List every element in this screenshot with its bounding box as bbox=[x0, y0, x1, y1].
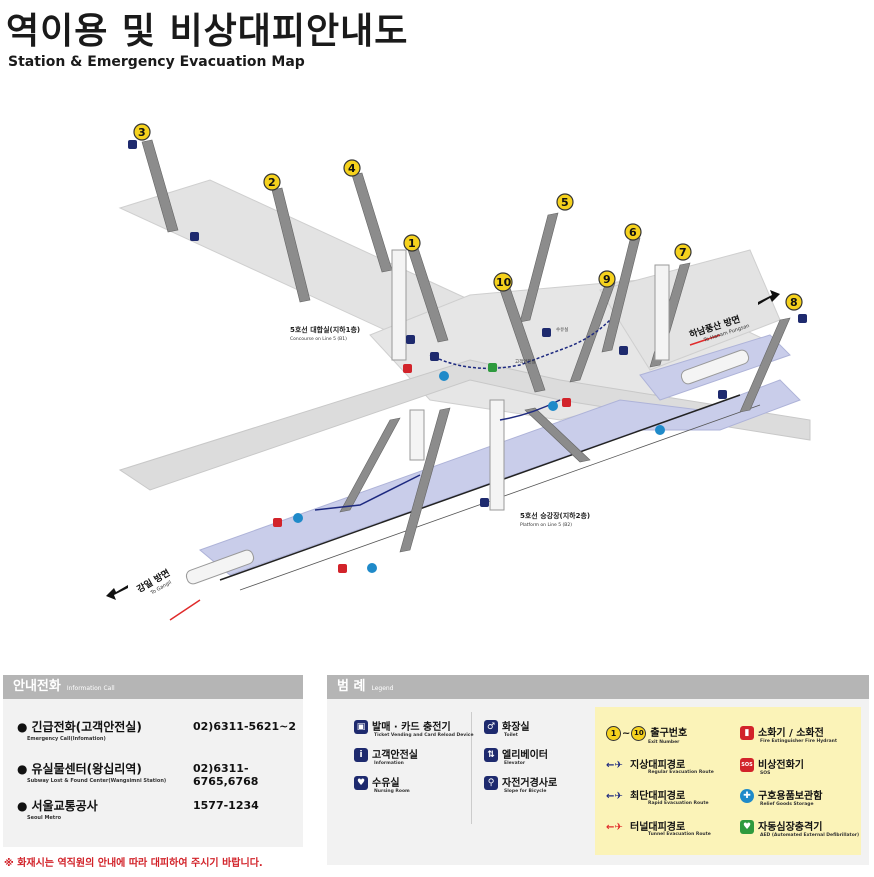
legend-bicycle: ⚲자전거경사로 Slope for Bicycle bbox=[484, 774, 557, 794]
track-line bbox=[219, 394, 741, 581]
info-number-lost-found: 02)6311-6765,6768 bbox=[193, 762, 259, 788]
exit-marker-4: 4 bbox=[343, 159, 361, 177]
escalators bbox=[141, 139, 791, 553]
train-east bbox=[680, 349, 750, 385]
elevator-icon: ⇅ bbox=[484, 748, 498, 762]
info-icon: i bbox=[354, 748, 368, 762]
legend-relief-goods: ✚구호용품보관함 Relief Goods Storage bbox=[740, 787, 822, 807]
extinguisher-icon: ▮ bbox=[740, 726, 754, 740]
exit-marker-2: 2 bbox=[263, 173, 281, 191]
svg-text:7: 7 bbox=[679, 246, 687, 259]
regular-route-path bbox=[429, 319, 611, 370]
ticket-machine-icon: ▣ bbox=[354, 720, 368, 734]
legend-ticket-machine: ▣발매 · 카드 충전기 Ticket Vending and Card Rel… bbox=[354, 718, 474, 738]
svg-text:8: 8 bbox=[790, 296, 798, 309]
page-subtitle: Station & Emergency Evacuation Map bbox=[8, 54, 305, 70]
legend-toilet: ♂화장실 Toilet bbox=[484, 718, 530, 738]
elevator-shaft bbox=[489, 399, 505, 511]
arrow-east-icon bbox=[758, 290, 780, 305]
rapid-route-icon: ←✈ bbox=[606, 790, 623, 802]
tunnel-route-icon: ←✈ bbox=[606, 821, 623, 833]
exit-number-tilde: ~ bbox=[622, 728, 631, 739]
exit-number-icon: 1 bbox=[606, 725, 621, 741]
svg-text:10: 10 bbox=[496, 276, 512, 289]
nursing-label: 수유실 bbox=[556, 326, 568, 333]
arrow-west-icon bbox=[106, 585, 128, 600]
concourse-slab bbox=[118, 359, 811, 491]
exit-marker-8: 8 bbox=[785, 293, 803, 311]
info-row-lost-found: ●유실물센터(왕십리역) Subway Lost & Found Center(… bbox=[17, 762, 167, 784]
legend-extinguisher: ▮소화기 / 소화전 Fire Extinguisher Fire Hydran… bbox=[740, 724, 837, 744]
legend-nursing: ♥수유실 Nursing Room bbox=[354, 774, 410, 794]
legend-aed: ♥자동심장충격기 AED (Automated External Defibri… bbox=[740, 818, 859, 838]
nursing-room-icon: ♥ bbox=[354, 776, 368, 790]
legend-elevator: ⇅엘리베이터 Elevator bbox=[484, 746, 548, 766]
svg-text:4: 4 bbox=[348, 162, 356, 175]
svg-text:6: 6 bbox=[629, 226, 637, 239]
info-center-label: 고객안전실 bbox=[515, 358, 536, 365]
train-west bbox=[185, 549, 255, 585]
info-number-emergency: 02)6311-5621~2 bbox=[193, 720, 297, 733]
tunnel-route-path bbox=[169, 334, 721, 621]
info-number-seoul-metro: 1577-1234 bbox=[193, 799, 259, 812]
legend-rapid-route: ←✈최단대피경로 Rapid Evacuation Route bbox=[606, 790, 709, 807]
platform-label: 5호선 승강장(지하2층) bbox=[520, 511, 590, 520]
direction-west: 강일 방면 To Gangil bbox=[135, 567, 173, 597]
exit-marker-3: 3 bbox=[133, 123, 151, 141]
exit-marker-5: 5 bbox=[556, 193, 574, 211]
svg-text:9: 9 bbox=[603, 273, 611, 286]
aed-icon: ♥ bbox=[740, 820, 754, 834]
concourse-label: 5호선 대합실(지하1층) bbox=[290, 325, 360, 334]
elevator-shaft bbox=[654, 264, 670, 361]
info-row-emergency: ●긴급전화(고객안전실) Emergency Call(Infomation) bbox=[17, 720, 142, 742]
svg-text:3: 3 bbox=[138, 126, 146, 139]
toilet-icon: ♂ bbox=[484, 720, 498, 734]
exit-marker-6: 6 bbox=[624, 223, 642, 241]
concourse-label-en: Concourse on Line 5 (B1) bbox=[290, 336, 347, 342]
exit-number-icon-10: 10 bbox=[631, 725, 647, 741]
legend-divider bbox=[471, 712, 472, 824]
info-row-seoul-metro: ●서울교통공사 Seoul Metro bbox=[17, 799, 98, 821]
regular-route-icon: ←✈ bbox=[606, 759, 623, 771]
exit-marker-7: 7 bbox=[674, 243, 692, 261]
station-map: 3 2 4 1 5 6 7 8 9 10 5호선 대합실(지하1층) Conco… bbox=[106, 123, 811, 621]
fire-notice: ※ 화재시는 역직원의 안내에 따라 대피하여 주시기 바랍니다. bbox=[4, 858, 263, 869]
legend-regular-route: ←✈지상대피경로 Regular Evacuation Route bbox=[606, 759, 714, 776]
relief-goods-icon: ✚ bbox=[740, 789, 754, 803]
elevator-shaft bbox=[391, 249, 407, 361]
sos-icon: SOS bbox=[740, 758, 754, 772]
platform-label-en: Platform on Line 5 (B2) bbox=[520, 522, 572, 528]
elevator-shaft bbox=[409, 409, 425, 461]
bicycle-icon: ⚲ bbox=[484, 776, 498, 790]
page-title: 역이용 및 비상대피안내도 bbox=[6, 11, 409, 52]
exit-marker-1: 1 bbox=[403, 234, 421, 252]
legend-tunnel-route: ←✈터널대피경로 Tunnel Evacuation Route bbox=[606, 821, 711, 838]
svg-text:1: 1 bbox=[408, 237, 416, 250]
facility-icons bbox=[128, 140, 807, 573]
svg-text:5: 5 bbox=[561, 196, 569, 209]
exit-marker-10: 10 bbox=[493, 272, 513, 292]
svg-text:2: 2 bbox=[268, 176, 276, 189]
exit-marker-9: 9 bbox=[598, 270, 616, 288]
